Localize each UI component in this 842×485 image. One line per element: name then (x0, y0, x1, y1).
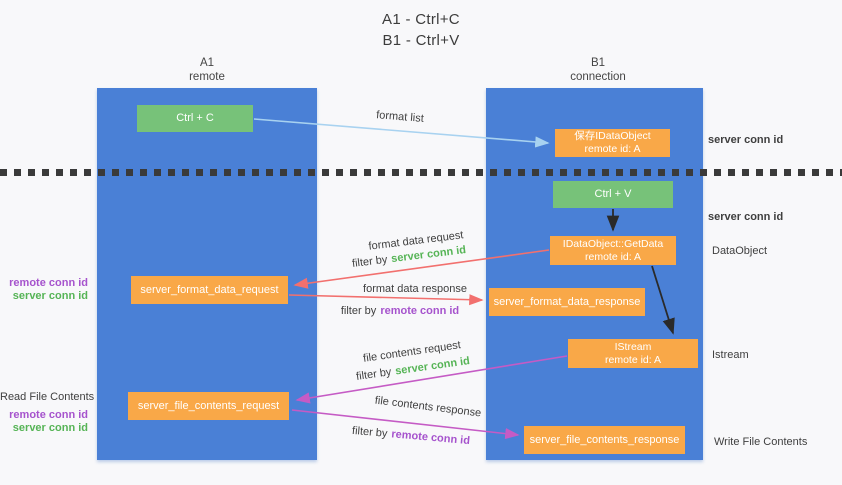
node-istream-line1: IStream (614, 340, 652, 353)
write-file-contents-label: Write File Contents (714, 436, 808, 448)
node-save-idataobject-line1: 保存IDataObject (574, 130, 651, 142)
left-remote-conn-id: remote conn id (9, 277, 88, 289)
format-data-response-arrow (288, 294, 484, 306)
left-remote-conn-id: remote conn id (9, 409, 88, 421)
node-idataobject-getdata: IDataObject::GetData remote id: A (550, 236, 676, 265)
column-b1-role: connection (570, 71, 626, 83)
file-contents-request-arrow (295, 355, 568, 404)
node-file-request-label: server_file_contents_request (137, 399, 280, 412)
node-save-idataobject-line2: remote id: A (584, 143, 641, 155)
node-save-idataobject: 保存IDataObject remote id: A (555, 129, 670, 157)
right-server-conn-id-2: server conn id (708, 211, 784, 223)
column-b1-name: B1 (590, 57, 606, 69)
format-list-arrow (253, 118, 550, 148)
node-istream: IStream remote id: A (568, 339, 698, 368)
node-istream-line2: remote id: A (604, 353, 662, 366)
node-ctrl-c-label: Ctrl + C (176, 112, 214, 124)
column-a1-name: A1 (199, 57, 215, 69)
node-getdata-line1: IDataObject::GetData (562, 237, 664, 250)
title-line-2: B1 - Ctrl+V (382, 32, 460, 49)
file-contents-response-arrow (291, 409, 520, 440)
left-conn-ids-lower: remote conn id server conn id (0, 409, 88, 435)
node-ctrl-v-label: Ctrl + V (594, 188, 632, 200)
title-line-1: A1 - Ctrl+C (382, 11, 460, 28)
format-data-request-arrow (293, 249, 550, 289)
format-data-response-label: format data response (363, 283, 467, 295)
istream-side-label: Istream (712, 349, 749, 361)
node-server-format-data-response: server_format_data_response (489, 288, 645, 316)
node-file-response-label: server_file_contents_response (529, 433, 680, 446)
column-header-b1: B1 connection (538, 56, 658, 84)
node-format-response-label: server_format_data_response (493, 295, 641, 308)
node-ctrl-c: Ctrl + C (137, 105, 253, 132)
left-server-conn-id: server conn id (12, 290, 88, 302)
session-separator-dotted-line (0, 169, 842, 176)
node-getdata-line2: remote id: A (584, 250, 642, 263)
column-header-a1: A1 remote (147, 56, 267, 84)
node-format-request-label: server_format_data_request (140, 283, 279, 296)
getdata-to-istream-arrow (651, 265, 675, 335)
node-server-format-data-request: server_format_data_request (131, 276, 288, 304)
left-conn-ids-upper: remote conn id server conn id (0, 277, 88, 303)
node-server-file-contents-request: server_file_contents_request (128, 392, 289, 420)
node-server-file-contents-response: server_file_contents_response (524, 426, 685, 454)
right-server-conn-id-1: server conn id (708, 134, 784, 146)
remote-conn-id-text: remote conn id (380, 305, 460, 317)
dataobject-label: DataObject (712, 245, 768, 257)
diagram-title: A1 - Ctrl+C B1 - Ctrl+V (0, 9, 842, 51)
read-file-contents-label: Read File Contents (0, 391, 95, 403)
filter-by-text: filter by (340, 305, 377, 317)
column-a1-role: remote (189, 71, 225, 83)
node-ctrl-v: Ctrl + V (553, 181, 673, 208)
left-server-conn-id: server conn id (12, 422, 88, 434)
